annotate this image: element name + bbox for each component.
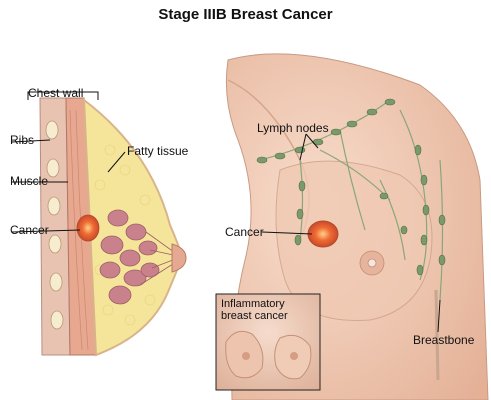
label-fatty-tissue: Fatty tissue bbox=[127, 144, 189, 158]
lobules bbox=[99, 209, 160, 305]
leader-lines bbox=[11, 91, 441, 333]
tumor-front bbox=[307, 220, 339, 248]
cross-section bbox=[39, 97, 187, 357]
label-cancer-right: Cancer bbox=[225, 225, 264, 239]
label-chest-wall: Chest wall bbox=[28, 86, 84, 100]
nipple-section bbox=[171, 243, 187, 273]
nipple bbox=[367, 258, 377, 268]
page-title: Stage IIIB Breast Cancer bbox=[158, 6, 333, 23]
breastbone bbox=[434, 289, 440, 381]
label-lymph-nodes: Lymph nodes bbox=[257, 121, 329, 135]
rib-bones bbox=[45, 120, 64, 330]
tumor-section bbox=[76, 214, 100, 242]
label-ribs: Ribs bbox=[10, 133, 35, 147]
breast-outline bbox=[275, 160, 433, 321]
label-muscle: Muscle bbox=[10, 174, 49, 188]
inset-panel bbox=[215, 293, 321, 391]
label-cancer-left: Cancer bbox=[10, 223, 49, 237]
label-breastbone: Breastbone bbox=[413, 333, 475, 347]
label-inflammatory: Inflammatory breast cancer bbox=[221, 298, 288, 322]
